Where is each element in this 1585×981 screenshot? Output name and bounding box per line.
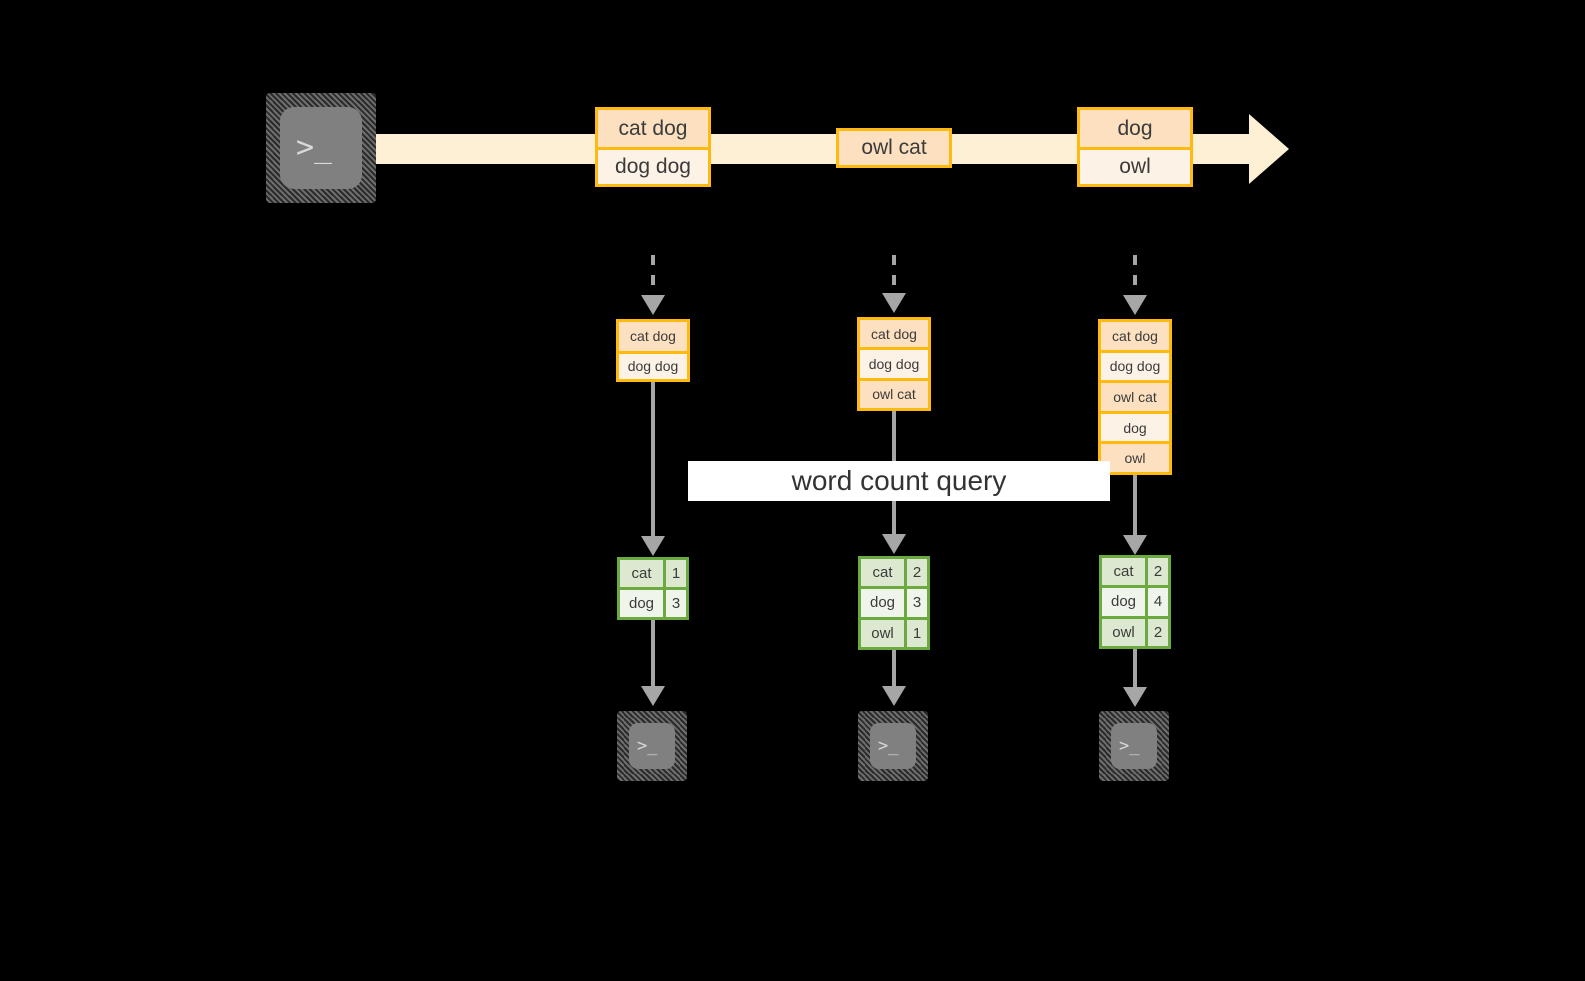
result-word: cat: [620, 560, 666, 587]
result-to-sink-connector-1: [651, 620, 655, 688]
state-stack-3[interactable]: cat dog dog dog owl cat dog owl: [1098, 319, 1172, 475]
result-row: dog 3: [861, 586, 927, 617]
state-to-result-arrowhead-1: [641, 536, 665, 556]
result-table-1[interactable]: cat 1 dog 3: [617, 557, 689, 620]
state-row: cat dog: [619, 322, 687, 351]
state-row: dog dog: [1101, 349, 1169, 381]
state-row: owl cat: [860, 377, 928, 408]
terminal-prompt-glyph: >_: [296, 130, 333, 165]
result-row: cat 2: [861, 559, 927, 587]
query-label-band: word count query: [688, 461, 1110, 501]
state-row: cat dog: [860, 320, 928, 348]
source-terminal-icon[interactable]: >_: [266, 93, 376, 203]
state-row: dog: [1101, 410, 1169, 442]
result-row: cat 2: [1102, 558, 1168, 586]
stream-event-box-1[interactable]: cat dog dog dog: [595, 107, 711, 187]
stream-event-box-3[interactable]: dog owl: [1077, 107, 1193, 187]
state-row: dog dog: [619, 350, 687, 379]
terminal-prompt-glyph: >_: [637, 735, 658, 756]
stream-event-box-2[interactable]: owl cat: [836, 128, 952, 168]
state-stack-1[interactable]: cat dog dog dog: [616, 319, 690, 382]
result-count: 2: [907, 559, 927, 587]
sink-terminal-icon-1[interactable]: >_: [617, 711, 687, 781]
state-row: owl cat: [1101, 380, 1169, 411]
stream-event-line: cat dog: [598, 110, 708, 147]
source-terminal-body: >_: [280, 107, 362, 189]
stream-to-state-connector-2: [892, 255, 896, 298]
state-row: dog dog: [860, 347, 928, 378]
event-stream-arrowhead: [1249, 114, 1289, 184]
state-stack-2[interactable]: cat dog dog dog owl cat: [857, 317, 931, 411]
terminal-prompt-glyph: >_: [1119, 735, 1140, 756]
stream-event-line: owl cat: [839, 131, 949, 165]
result-count: 4: [1148, 588, 1168, 616]
state-row: owl: [1101, 441, 1169, 472]
stream-to-state-connector-3: [1133, 255, 1137, 300]
result-row: dog 4: [1102, 585, 1168, 616]
result-to-sink-connector-2: [892, 650, 896, 688]
result-word: dog: [1102, 588, 1148, 616]
result-count: 2: [1148, 618, 1168, 646]
sink-terminal-body-1: >_: [629, 723, 675, 769]
result-row: dog 3: [620, 587, 686, 617]
result-table-3[interactable]: cat 2 dog 4 owl 2: [1099, 555, 1171, 649]
stream-event-line: dog: [1080, 110, 1190, 147]
sink-terminal-icon-3[interactable]: >_: [1099, 711, 1169, 781]
result-row: cat 1: [620, 560, 686, 587]
result-word: cat: [1102, 558, 1148, 586]
result-table-2[interactable]: cat 2 dog 3 owl 1: [858, 556, 930, 650]
result-to-sink-arrowhead-1: [641, 686, 665, 706]
state-to-result-connector-1: [651, 382, 655, 538]
result-to-sink-arrowhead-2: [882, 686, 906, 706]
result-count: 1: [907, 619, 927, 647]
state-row: cat dog: [1101, 322, 1169, 350]
result-word: owl: [1102, 618, 1148, 646]
result-count: 3: [907, 589, 927, 617]
result-count: 2: [1148, 558, 1168, 586]
result-word: owl: [861, 619, 907, 647]
sink-terminal-body-3: >_: [1111, 723, 1157, 769]
stream-event-line: dog dog: [598, 147, 708, 184]
state-to-result-connector-3: [1133, 475, 1137, 537]
result-to-sink-connector-3: [1133, 649, 1137, 688]
sink-terminal-body-2: >_: [870, 723, 916, 769]
result-word: cat: [861, 559, 907, 587]
stream-to-state-arrowhead-1: [641, 295, 665, 315]
sink-terminal-icon-2[interactable]: >_: [858, 711, 928, 781]
result-row: owl 1: [861, 616, 927, 647]
stream-to-state-arrowhead-2: [882, 293, 906, 313]
result-count: 1: [666, 560, 686, 587]
state-to-result-arrowhead-3: [1123, 535, 1147, 555]
result-word: dog: [861, 589, 907, 617]
state-to-result-arrowhead-2: [882, 534, 906, 554]
result-count: 3: [666, 590, 686, 617]
result-word: dog: [620, 590, 666, 617]
stream-event-line: owl: [1080, 147, 1190, 184]
stream-to-state-connector-1: [651, 255, 655, 300]
terminal-prompt-glyph: >_: [878, 735, 899, 756]
result-to-sink-arrowhead-3: [1123, 687, 1147, 707]
result-row: owl 2: [1102, 615, 1168, 646]
stream-to-state-arrowhead-3: [1123, 295, 1147, 315]
